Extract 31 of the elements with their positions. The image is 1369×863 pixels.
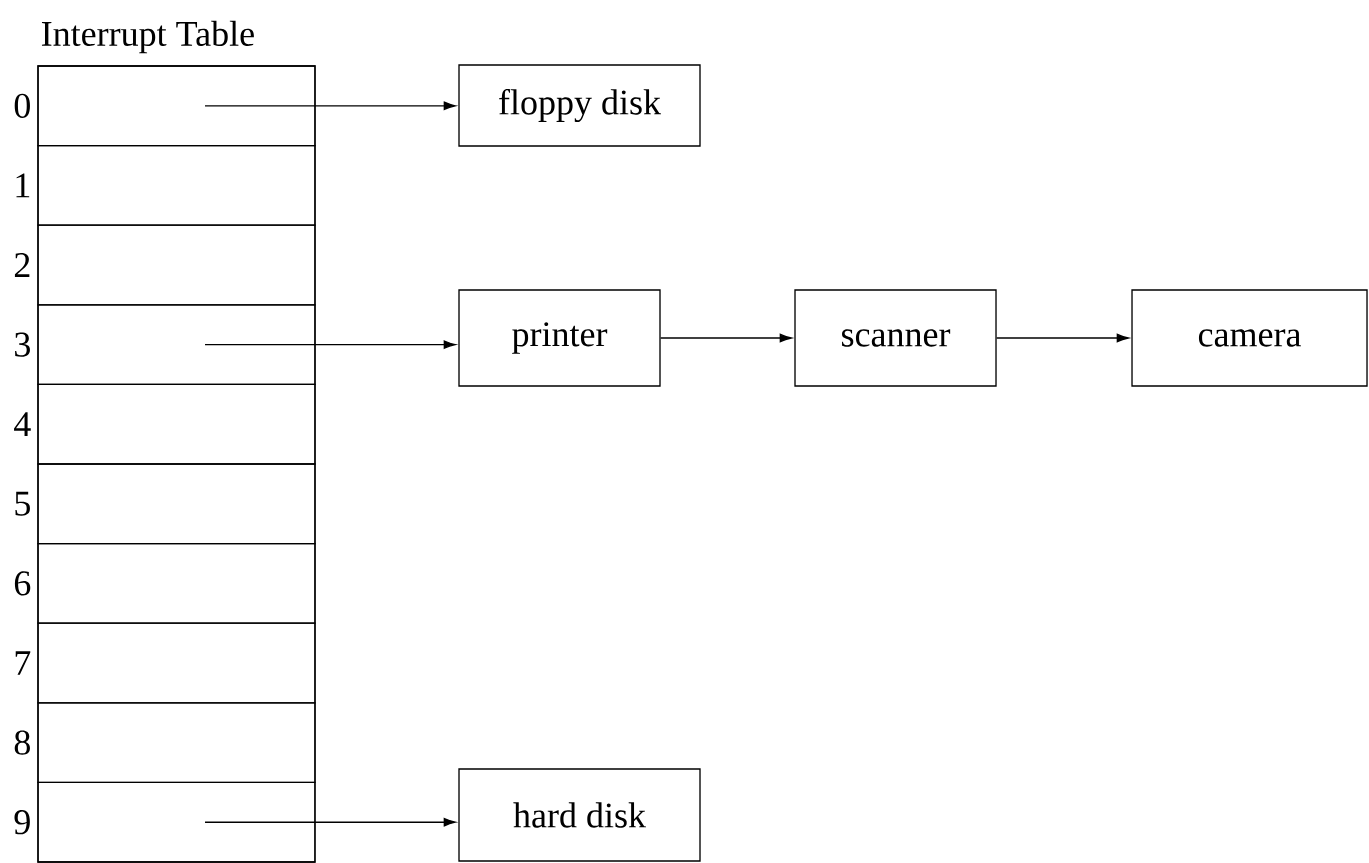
row-index: 0 (14, 93, 30, 118)
device-box: scanner (794, 289, 997, 387)
table-cell (37, 144, 316, 226)
device-box: floppy disk (458, 64, 701, 147)
row-index: 4 (14, 412, 31, 437)
table-cell (37, 304, 316, 386)
table-cell (37, 542, 316, 624)
row-index: 3 (15, 332, 30, 357)
row-index: 1 (16, 173, 30, 198)
table-cell (37, 383, 316, 465)
row-index: 8 (14, 730, 30, 755)
arrow (204, 340, 456, 349)
device-box: hard disk (458, 768, 701, 862)
row-index: 7 (15, 651, 31, 675)
table-cell (37, 702, 316, 784)
arrow (204, 101, 456, 111)
arrow (996, 333, 1129, 343)
arrow (660, 333, 792, 343)
row-index: 5 (15, 491, 30, 516)
table-cell (37, 65, 316, 147)
row-index: 2 (14, 253, 30, 277)
table-cell (37, 622, 316, 704)
device-box: printer (458, 289, 661, 387)
table-cell (37, 781, 316, 863)
device-box: camera (1131, 289, 1368, 387)
table-cell (37, 463, 316, 545)
node-label: Interrupt Table (41, 20, 254, 54)
table-cell (37, 224, 316, 306)
arrow (204, 817, 456, 827)
row-index: 9 (14, 810, 30, 835)
row-index: 6 (14, 571, 31, 596)
